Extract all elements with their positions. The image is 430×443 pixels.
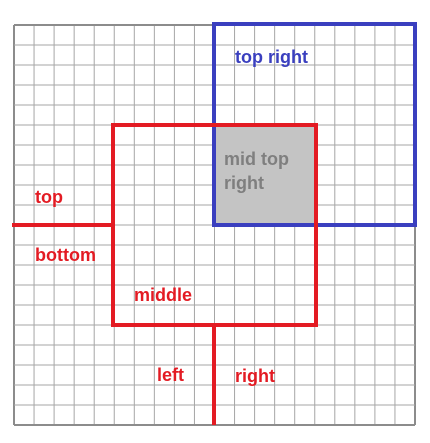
middle-label: middle [134,285,192,305]
bottom-label: bottom [35,245,96,265]
top-label: top [35,187,63,207]
mid-top-right-label-line-1: mid top [224,149,289,169]
mid-top-right-label-line-2: right [224,173,264,193]
top-right-label: top right [235,47,308,67]
right-label: right [235,366,275,386]
left-label: left [157,365,184,385]
mid-top-right-overlap [214,125,316,225]
